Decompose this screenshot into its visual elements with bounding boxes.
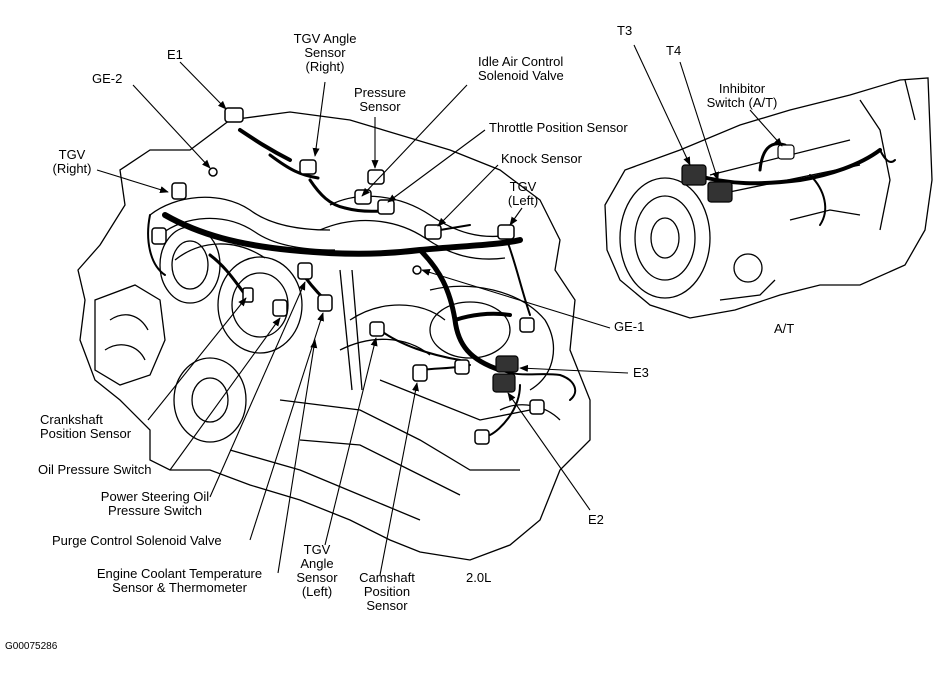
- label-ps-oil-line2: Pressure Switch: [108, 503, 202, 518]
- label-tgv-angle-right-line3: (Right): [305, 59, 345, 74]
- label-inhibitor-switch: Inhibitor Switch (A/T): [692, 82, 792, 110]
- label-camshaft-position-sensor: Camshaft Position Sensor: [352, 571, 422, 613]
- label-knock-sensor: Knock Sensor: [501, 151, 582, 166]
- label-iac-line2: Solenoid Valve: [478, 68, 564, 83]
- engine-illustration: [77, 111, 591, 561]
- label-e2: E2: [588, 512, 604, 527]
- label-tgv-left: TGV (Left): [498, 180, 548, 208]
- label-tgv-left-line2: (Left): [507, 193, 539, 208]
- engine-wiring-harness: [147, 128, 577, 436]
- engine-sensor-connectors: [151, 107, 545, 445]
- label-tgv-angle-left-line3: Sensor: [296, 570, 338, 585]
- label-inhibitor-line1: Inhibitor: [718, 81, 766, 96]
- label-pressure-sensor-line1: Pressure: [353, 85, 407, 100]
- label-power-steering-oil-pressure-switch: Power Steering Oil Pressure Switch: [85, 490, 225, 518]
- label-crankshaft-line2: Position Sensor: [40, 426, 132, 441]
- label-tgv-angle-right-line1: TGV Angle: [293, 31, 357, 46]
- label-coolant-line1: Engine Coolant Temperature: [96, 566, 263, 581]
- label-purge-control-solenoid-valve: Purge Control Solenoid Valve: [52, 533, 222, 548]
- label-engine-coolant-temperature-sensor: Engine Coolant Temperature Sensor & Ther…: [82, 567, 277, 595]
- label-inhibitor-line2: Switch (A/T): [706, 95, 778, 110]
- label-camshaft-line1: Camshaft: [359, 570, 415, 585]
- label-tgv-left-line1: TGV: [509, 179, 537, 194]
- label-ge-1: GE-1: [614, 319, 645, 334]
- ground-points: [208, 167, 422, 275]
- label-ps-oil-line1: Power Steering Oil: [100, 489, 210, 504]
- transmission-connectors: [681, 144, 795, 203]
- label-t4: T4: [666, 43, 682, 58]
- label-oil-pressure-switch: Oil Pressure Switch: [38, 462, 152, 477]
- label-tgv-right-line2: (Right): [52, 161, 92, 176]
- label-idle-air-control: Idle Air Control Solenoid Valve: [478, 55, 564, 83]
- label-coolant-line2: Sensor & Thermometer: [112, 580, 247, 595]
- label-throttle-position-sensor: Throttle Position Sensor: [489, 120, 628, 135]
- label-engine-size: 2.0L: [466, 570, 492, 585]
- label-e1: E1: [167, 47, 183, 62]
- label-crankshaft-position-sensor: Crankshaft Position Sensor: [40, 413, 131, 441]
- label-crankshaft-line1: Crankshaft: [40, 412, 103, 427]
- label-ge-2: GE-2: [92, 71, 123, 86]
- label-tgv-angle-sensor-left: TGV Angle Sensor (Left): [292, 543, 342, 599]
- transmission-illustration: [604, 77, 933, 319]
- label-camshaft-line3: Sensor: [366, 598, 408, 613]
- label-tgv-angle-left-line2: Angle: [300, 556, 334, 571]
- label-tgv-angle-sensor-right: TGV Angle Sensor (Right): [285, 32, 365, 74]
- label-pressure-sensor: Pressure Sensor: [340, 86, 420, 114]
- label-tgv-angle-left-line1: TGV: [303, 542, 331, 557]
- label-e3: E3: [633, 365, 649, 380]
- label-camshaft-line2: Position: [363, 584, 411, 599]
- label-tgv-angle-right-line2: Sensor: [304, 45, 346, 60]
- label-automatic-transmission: A/T: [774, 321, 795, 336]
- engine-dark-connectors: [492, 355, 519, 393]
- label-iac-line1: Idle Air Control: [478, 54, 564, 69]
- label-pressure-sensor-line2: Sensor: [359, 99, 401, 114]
- leader-lines: [96, 44, 783, 576]
- figure-code: G00075286: [5, 641, 58, 652]
- label-tgv-right: TGV (Right): [42, 148, 102, 176]
- label-t3: T3: [617, 23, 633, 38]
- label-tgv-angle-left-line4: (Left): [301, 584, 333, 599]
- label-tgv-right-line1: TGV: [58, 147, 86, 162]
